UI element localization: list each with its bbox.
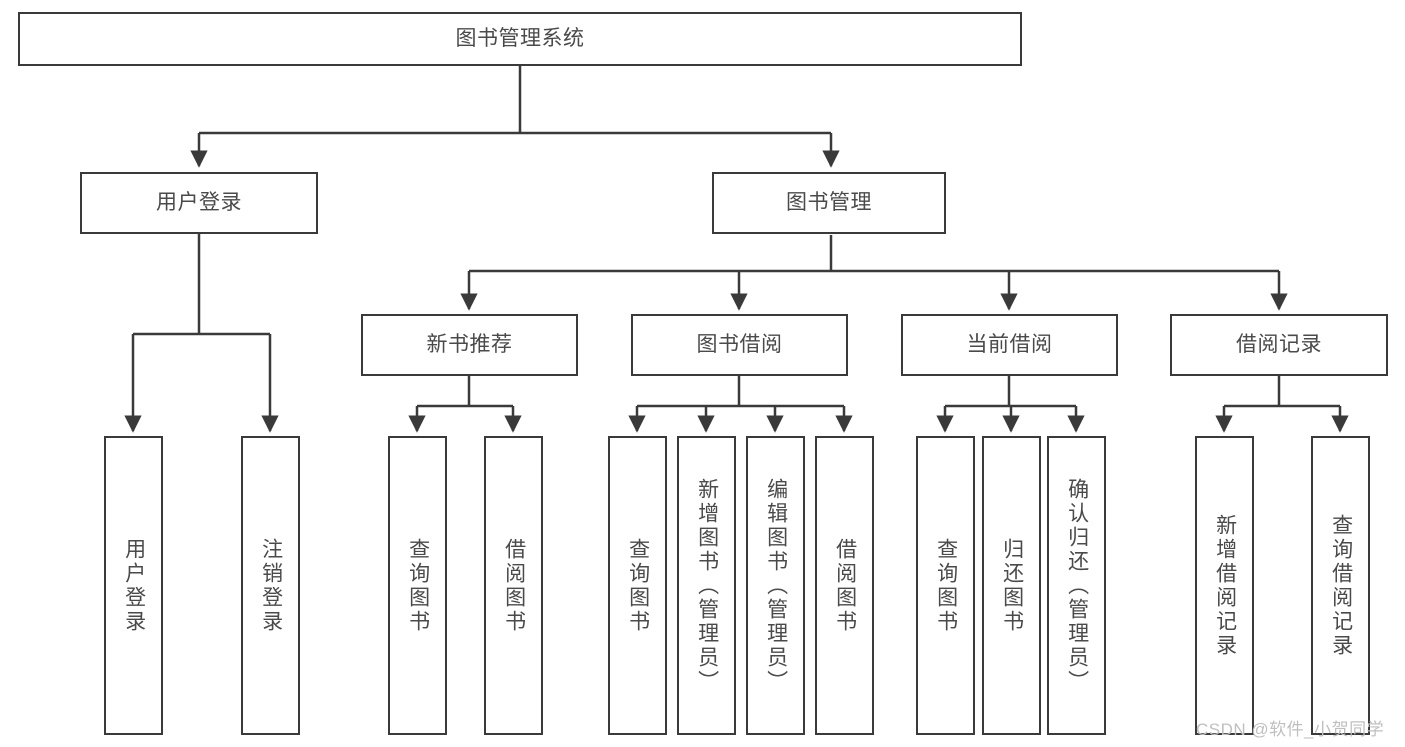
leaf-current-borrow-confirm-return[interactable]: 确认归还（管理员） xyxy=(1047,436,1106,735)
node-root-book-management-system[interactable]: 图书管理系统 xyxy=(18,12,1022,66)
node-label: 用户登录 xyxy=(156,191,242,215)
node-label: 确认归还（管理员） xyxy=(1065,477,1089,694)
node-label: 归还图书 xyxy=(1000,537,1024,634)
leaf-user-login-login[interactable]: 用户登录 xyxy=(104,436,163,735)
leaf-new-book-query[interactable]: 查询图书 xyxy=(388,436,447,735)
leaf-book-borrow-edit[interactable]: 编辑图书（管理员） xyxy=(746,436,805,735)
node-label: 注销登录 xyxy=(259,537,283,634)
node-label: 编辑图书（管理员） xyxy=(764,477,788,694)
node-label: 查询图书 xyxy=(934,537,958,634)
node-label: 查询图书 xyxy=(406,537,430,634)
node-user-login[interactable]: 用户登录 xyxy=(80,172,318,234)
leaf-book-borrow-query[interactable]: 查询图书 xyxy=(608,436,667,735)
node-label: 用户登录 xyxy=(122,537,146,634)
node-current-borrow[interactable]: 当前借阅 xyxy=(901,314,1118,376)
node-label: 新书推荐 xyxy=(426,333,513,357)
node-label: 当前借阅 xyxy=(966,333,1053,357)
node-label: 新增图书（管理员） xyxy=(695,477,719,694)
node-book-borrow[interactable]: 图书借阅 xyxy=(631,314,848,376)
node-label: 新增借阅记录 xyxy=(1213,513,1237,658)
node-label: 借阅图书 xyxy=(502,537,526,634)
node-book-management[interactable]: 图书管理 xyxy=(712,172,946,234)
leaf-user-login-logout[interactable]: 注销登录 xyxy=(241,436,300,735)
leaf-new-book-borrow[interactable]: 借阅图书 xyxy=(484,436,543,735)
node-label: 借阅图书 xyxy=(833,537,857,634)
node-new-book-recommend[interactable]: 新书推荐 xyxy=(361,314,578,376)
node-label: 查询图书 xyxy=(626,537,650,634)
node-label: 图书管理系统 xyxy=(455,27,585,51)
leaf-borrow-record-query[interactable]: 查询借阅记录 xyxy=(1311,436,1370,735)
leaf-current-borrow-query[interactable]: 查询图书 xyxy=(916,436,975,735)
node-label: 图书借阅 xyxy=(696,333,783,357)
leaf-borrow-record-add[interactable]: 新增借阅记录 xyxy=(1195,436,1254,735)
node-borrow-record[interactable]: 借阅记录 xyxy=(1170,314,1388,376)
leaf-book-borrow-add[interactable]: 新增图书（管理员） xyxy=(677,436,736,735)
node-label: 查询借阅记录 xyxy=(1329,513,1353,658)
node-label: 借阅记录 xyxy=(1236,333,1322,357)
leaf-book-borrow-borrow[interactable]: 借阅图书 xyxy=(815,436,874,735)
node-label: 图书管理 xyxy=(786,191,872,215)
csdn-watermark: CSDN @软件_小贺同学 xyxy=(1196,720,1385,739)
leaf-current-borrow-return[interactable]: 归还图书 xyxy=(982,436,1041,735)
